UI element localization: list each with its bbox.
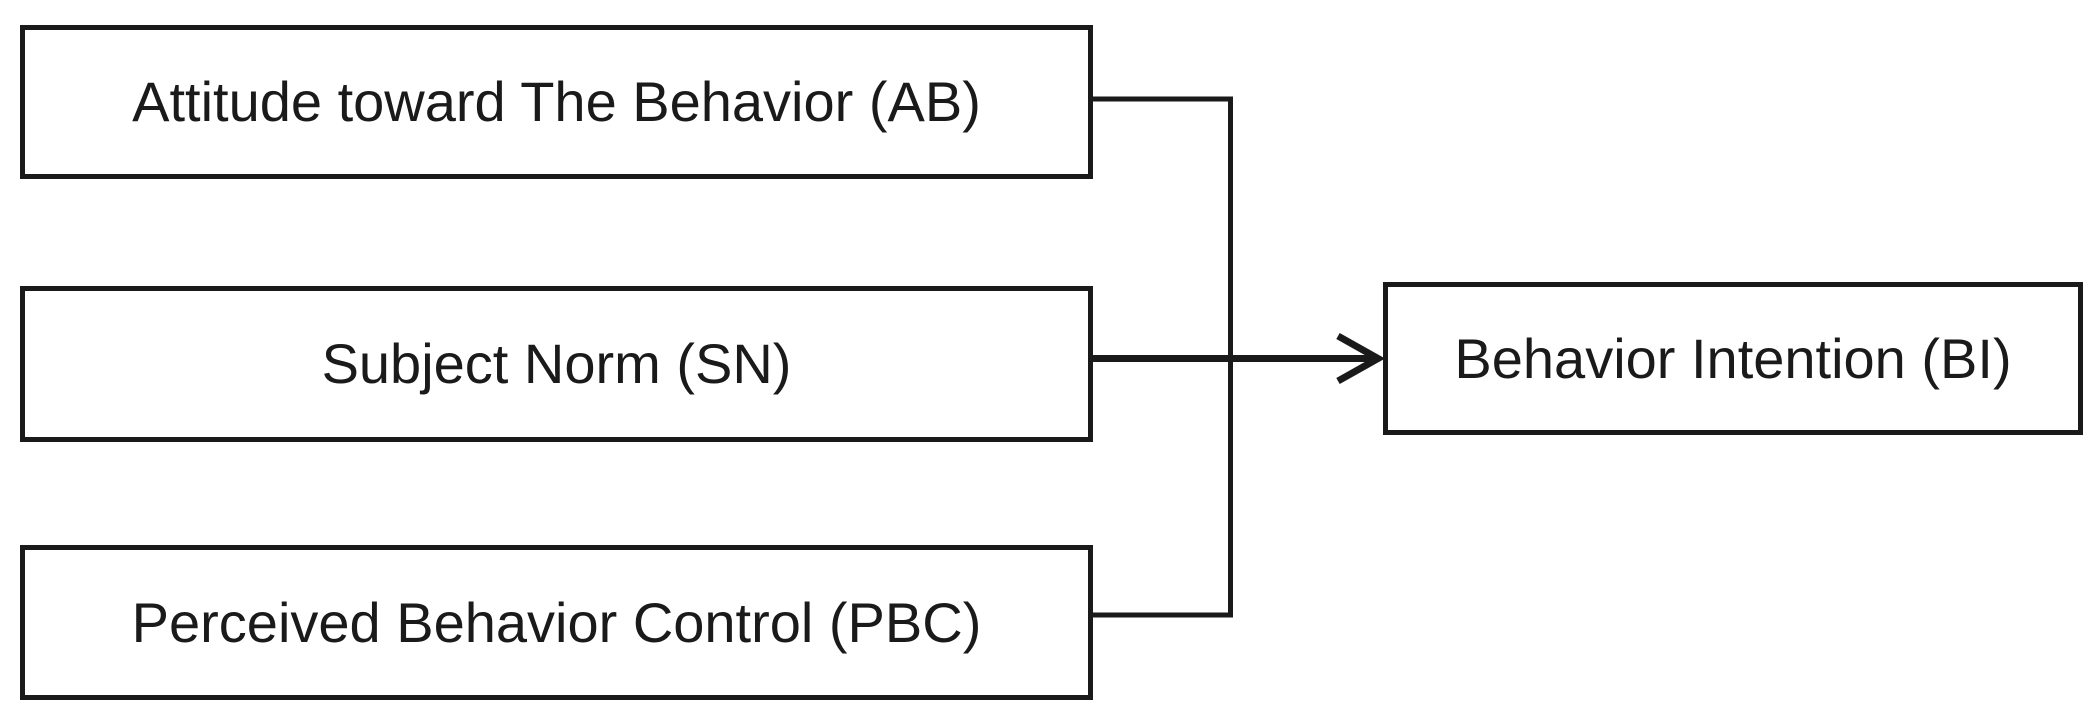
node-subject-norm-label: Subject Norm (SN) bbox=[321, 332, 792, 396]
node-attitude-toward-the-behavior: Attitude toward The Behavior (AB) bbox=[20, 25, 1093, 179]
node-behavior-intention: Behavior Intention (BI) bbox=[1383, 282, 2083, 435]
node-perceived-behavior-control-label: Perceived Behavior Control (PBC) bbox=[131, 590, 982, 654]
node-behavior-intention-label: Behavior Intention (BI) bbox=[1454, 326, 2012, 390]
arrowhead-icon bbox=[1336, 332, 1386, 385]
node-perceived-behavior-control: Perceived Behavior Control (PBC) bbox=[20, 545, 1093, 700]
node-attitude-label: Attitude toward The Behavior (AB) bbox=[132, 70, 981, 134]
node-subject-norm: Subject Norm (SN) bbox=[20, 286, 1093, 442]
